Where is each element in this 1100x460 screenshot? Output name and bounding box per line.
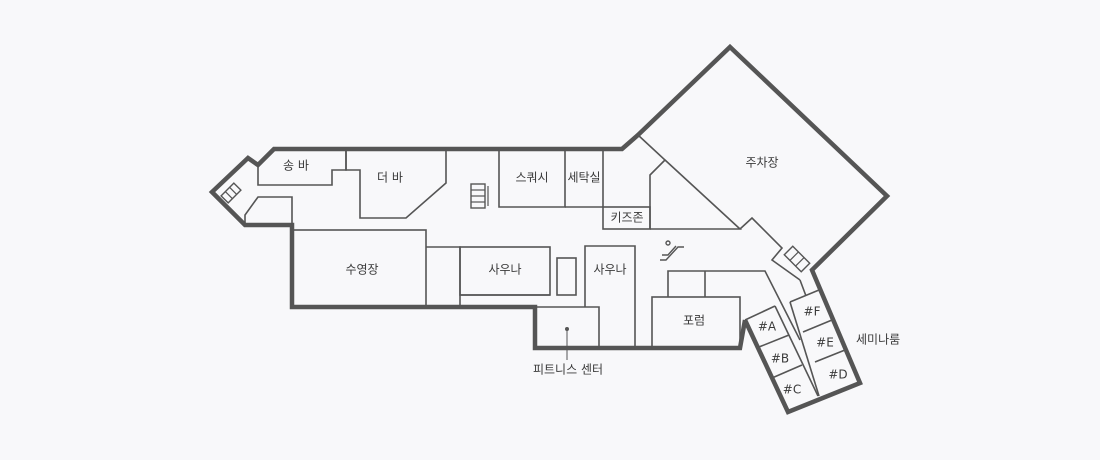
sauna-tub [556, 257, 577, 296]
laundry-label: 세탁실 [567, 171, 600, 185]
sauna-2-label: 사우나 [593, 263, 626, 277]
seminar-a-label[interactable]: #A [758, 320, 777, 334]
seminar-f-label[interactable]: #F [804, 305, 821, 319]
pool-side-walls [426, 246, 461, 307]
forum-room[interactable] [651, 296, 741, 349]
seminar-fe-divider [802, 319, 833, 333]
the-bar-walls [345, 149, 447, 219]
kids-zone-label: 키즈존 [610, 211, 643, 225]
seminar-ed-divider [814, 349, 846, 363]
squash-label: 스쿼시 [515, 171, 548, 185]
parking-ramp-walls [637, 134, 667, 229]
sauna-2-room[interactable] [584, 245, 636, 348]
seminar-d-label[interactable]: #D [828, 368, 847, 382]
seminar-c-label[interactable]: #C [783, 383, 801, 397]
seminar-bc-divider [771, 364, 803, 379]
parking-elevator-walls [739, 216, 801, 281]
outer-wall-main [208, 43, 891, 415]
squash-room[interactable] [498, 149, 566, 208]
seminar-right-column [789, 301, 820, 397]
fitness-center-label: 피트니스 센터 [533, 363, 603, 377]
seminar-rooms-label: 세미나룸 [856, 333, 900, 347]
west-corridor-walls [244, 196, 293, 225]
the-bar-label: 더 바 [377, 171, 403, 185]
sauna-1-room[interactable] [459, 246, 551, 296]
song-bar-label: 송 바 [283, 159, 309, 173]
elevator-icon[interactable] [783, 245, 811, 273]
seminar-b-label[interactable]: #B [771, 352, 789, 366]
escalator-icon[interactable] [660, 240, 684, 261]
sauna-1-label: 사우나 [488, 263, 521, 277]
parking-label: 주차장 [745, 156, 778, 170]
elevator-icon[interactable] [220, 182, 242, 204]
swimming-pool-room[interactable] [291, 229, 427, 308]
seminar-ab-divider [758, 334, 790, 348]
corridor-wall [799, 279, 807, 297]
swimming-pool-label: 수영장 [345, 263, 378, 277]
parking-boundary [650, 159, 743, 230]
seminar-a-top [744, 305, 776, 321]
seminar-f-top [789, 289, 820, 303]
seminar-e-label[interactable]: #E [816, 336, 834, 350]
seminar-left-column [774, 305, 819, 397]
stairs-icon[interactable] [470, 183, 489, 209]
fitness-center-room[interactable] [535, 306, 600, 348]
forum-upper-walls [667, 270, 801, 341]
forum-label: 포럼 [683, 314, 705, 328]
